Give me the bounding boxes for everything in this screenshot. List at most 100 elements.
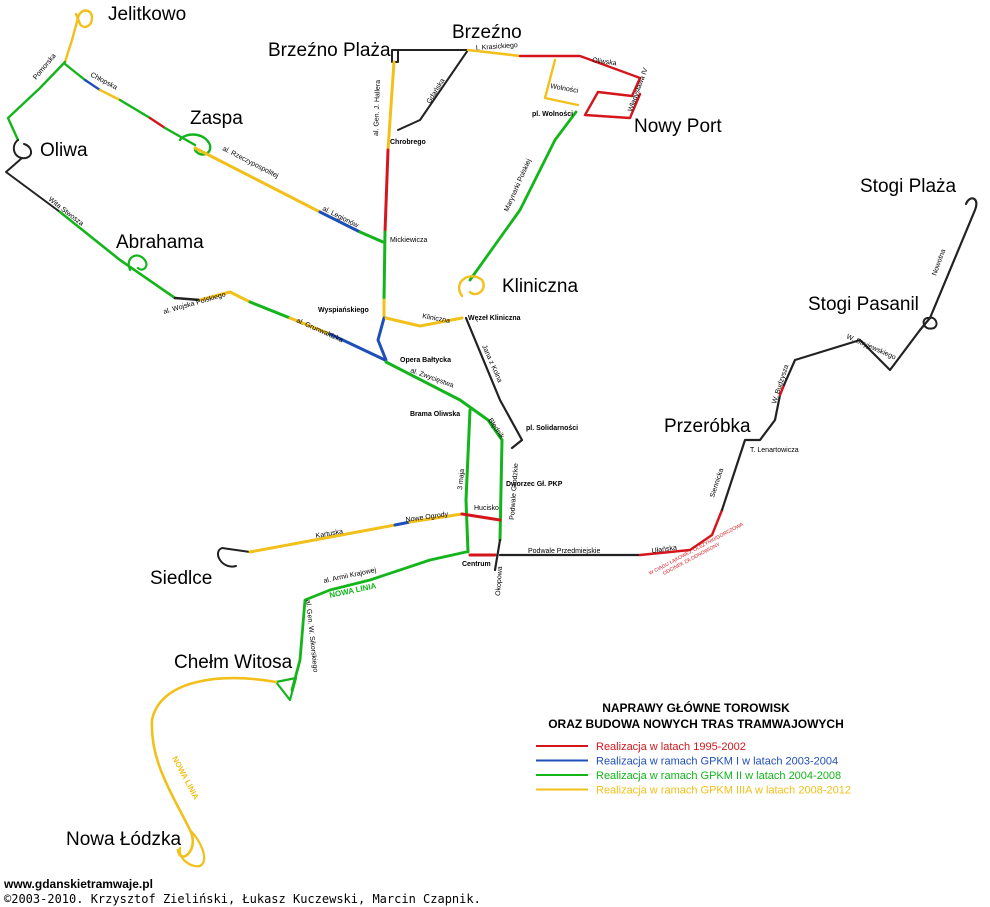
- track-wojska-polskiego: [173, 296, 202, 302]
- track-armii-krajowej: [290, 550, 468, 692]
- label-brzezno-plaza: Brzeźno Plaża: [268, 40, 391, 61]
- label-oliwa: Oliwa: [40, 140, 88, 161]
- track-kliniczna-st: [384, 316, 464, 328]
- track-okopowa: [493, 538, 502, 572]
- track-legionow-end: [358, 230, 385, 244]
- street-hallera: al. Gen. J. Hallera: [373, 80, 382, 136]
- credit-authors: ©2003-2010. Krzysztof Zieliński, Łukasz …: [4, 892, 481, 906]
- track-grunwaldzka-b: [328, 332, 387, 362]
- street-kliniczna: Kliniczna: [422, 313, 451, 325]
- track-siennicka: [720, 393, 782, 512]
- stop-labels: pl. Wolności Chrobrego Mickiewicza Wyspi…: [318, 111, 578, 568]
- street-nowotna: Nowotna: [931, 248, 947, 276]
- label-nowa-lodzka: Nowa Łódzka: [66, 829, 182, 850]
- street-sikorskiego: al. Gen. W. Sikorskiego: [304, 599, 319, 672]
- stop-opera-baltycka: Opera Bałtycka: [400, 357, 451, 364]
- track-jana-z-kolna: [464, 316, 524, 450]
- stop-brama-oliwska: Brama Oliwska: [410, 411, 460, 418]
- street-krasickiego: I. Krasickiego: [476, 42, 519, 52]
- legend-title-line1: NAPRAWY GŁÓWNE TOROWISK: [602, 700, 790, 715]
- legend-label-3: Realizacja w ramach GPKM IIIA w latach 2…: [596, 785, 851, 797]
- track-brzezno-plaza: [391, 49, 399, 63]
- track-oliwa-south: [5, 157, 61, 213]
- stop-wyspianskiego: Wyspiańskiego: [318, 307, 369, 314]
- track-abrahama-loop: [127, 254, 148, 272]
- stop-pl-wolnosci: pl. Wolności: [532, 111, 573, 118]
- track-grunwaldzka-g: [248, 300, 292, 320]
- legend-title-line2: ORAZ BUDOWA NOWYCH TRAS TRAMWAJOWYCH: [548, 717, 844, 731]
- track-nowe-ogrody-y: [408, 512, 464, 524]
- track-zwyciestwa: [384, 360, 504, 442]
- street-blednik: Błędnik: [486, 417, 505, 440]
- track-chlopska-b: [83, 78, 102, 92]
- street-kartuska: Kartuska: [315, 528, 344, 540]
- label-przerobka: Przeróbka: [664, 416, 751, 437]
- legend-label-2: Realizacja w ramach GPKM II w latach 200…: [596, 770, 841, 782]
- street-stryjewskiego: W. Stryjewskiego: [845, 333, 897, 361]
- track-chelm-loop: [274, 676, 298, 702]
- track-ulanska: [638, 508, 724, 557]
- track-marynarki: [468, 110, 578, 282]
- track-jelitkowo-loop: [63, 9, 94, 64]
- street-nowe-ogrody: Nowe Ogrody: [405, 511, 449, 524]
- stop-dworzec: Dworzec Gł. PKP: [506, 481, 563, 488]
- track-wita-stwosza: [58, 210, 177, 300]
- track-wyspianskiego-blue: [376, 316, 388, 362]
- label-stogi-plaza: Stogi Plaża: [860, 176, 957, 197]
- label-stogi-pasanil: Stogi Pasanil: [808, 294, 919, 315]
- track-wojska-polskiego-y: [198, 290, 252, 304]
- tracks: [5, 9, 978, 868]
- street-oliwska: Oliwska: [592, 57, 617, 67]
- label-nowy-port: Nowy Port: [634, 116, 722, 137]
- track-gdanska: [397, 49, 469, 131]
- track-chlopska-e: [148, 116, 167, 130]
- track-kliniczna-loop: [458, 275, 485, 298]
- track-rzeczypospolitej: [193, 146, 322, 214]
- track-wolnosci-y: [543, 58, 580, 107]
- track-hallera-red: [383, 148, 390, 234]
- street-grunwaldzka: al. Grunwaldzka: [295, 317, 344, 344]
- track-hallera-green: [382, 230, 387, 302]
- track-budzysza: [782, 316, 932, 387]
- stop-centrum: Centrum: [462, 561, 491, 568]
- street-okopowa: Okopowa: [495, 566, 504, 596]
- track-chlopska-a: [63, 62, 87, 82]
- stop-mickiewicza: Mickiewicza: [390, 237, 427, 244]
- track-legionow: [318, 210, 362, 234]
- track-oliwska-red: [518, 54, 642, 120]
- track-oliwa-loop: [12, 139, 32, 160]
- track-pomorska: [6, 60, 67, 142]
- label-siedlce: Siedlce: [150, 568, 212, 589]
- label-brzezno: Brzeźno: [452, 22, 522, 43]
- track-nowa-lodzka: [150, 676, 278, 858]
- street-lenartowicza: T. Lenartowicza: [750, 447, 799, 454]
- track-chlopska-c: [98, 88, 122, 102]
- legend-label-0: Realizacja w latach 1995-2002: [596, 741, 746, 753]
- street-gdanska: Gdańska: [426, 77, 447, 105]
- track-grunwaldzka-y: [288, 316, 332, 336]
- street-3-maja: 3 maja: [457, 468, 466, 490]
- track-3-maja: [464, 408, 472, 554]
- track-hucisko-red: [460, 512, 502, 522]
- label-jelitkowo: Jelitkowo: [108, 4, 186, 25]
- track-budzysza-red: [778, 383, 786, 397]
- track-hallera-top: [386, 60, 396, 152]
- credit-website: www.gdanskietramwaje.pl: [3, 877, 153, 891]
- street-pomorska: Pomorska: [32, 53, 58, 82]
- track-siedlce-loop: [217, 547, 251, 568]
- street-chlopska: Chłopska: [89, 72, 118, 92]
- legend-label-1: Realizacja w ramach GPKM I w latach 2003…: [596, 756, 838, 768]
- street-wita-stwosza: Wita Stwosza: [47, 196, 85, 228]
- track-podwale-grodzkie: [498, 438, 504, 542]
- track-nowa-lodzka-loop: [178, 828, 206, 868]
- street-marynarki: Marynarki Polskiej: [503, 158, 533, 213]
- track-chlopska-f: [163, 126, 197, 147]
- label-abrahama: Abrahama: [116, 232, 204, 253]
- stop-pl-solidarnosci: pl. Solidarności: [526, 425, 578, 432]
- track-kartuska: [248, 523, 397, 554]
- stop-hucisko: Hucisko: [474, 505, 499, 512]
- track-stogi-pasanil-loop: [922, 316, 938, 330]
- label-chelm-witosa: Chełm Witosa: [174, 652, 293, 673]
- track-krasickiego: [466, 48, 522, 58]
